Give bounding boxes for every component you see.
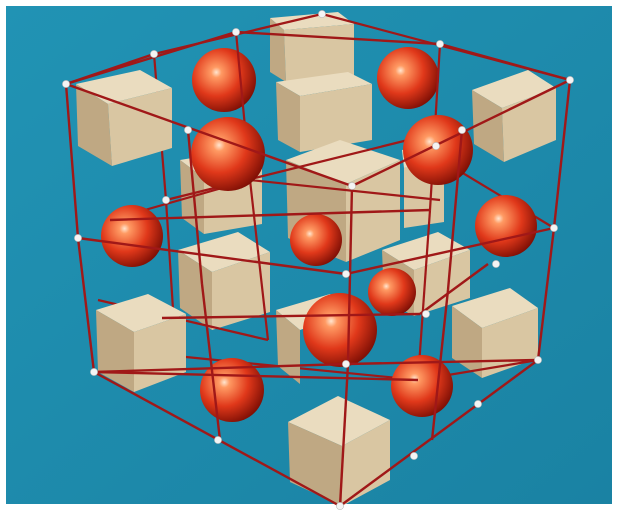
sphere-front-mid-left bbox=[191, 117, 265, 191]
sphere-mid-right-back bbox=[368, 268, 416, 316]
sphere-front-right-mid bbox=[475, 195, 537, 257]
sphere-front-bottom-right bbox=[391, 355, 453, 417]
sphere-front-right-top bbox=[403, 115, 473, 185]
sphere-mid-center-back bbox=[290, 214, 342, 266]
sphere-back-top-right bbox=[377, 47, 439, 109]
sphere-front-left-mid bbox=[101, 205, 163, 267]
cube-back-center bbox=[276, 72, 372, 152]
sphere-back-top-left bbox=[192, 48, 256, 112]
cube-mid-lower-left bbox=[178, 232, 270, 330]
cube-front-top-left bbox=[76, 70, 172, 166]
sphere-front-center bbox=[303, 293, 377, 367]
